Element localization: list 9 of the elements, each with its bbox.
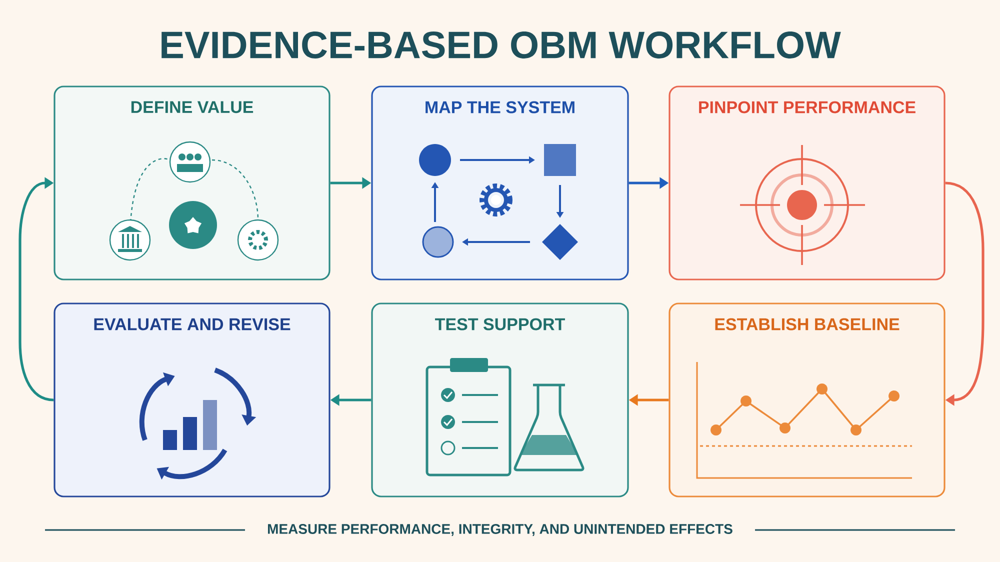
step-box: ESTABLISH BASELINE [668, 302, 946, 498]
step-box: TEST SUPPORT [371, 302, 629, 498]
arrow [18, 177, 54, 402]
caption: MEASURE PERFORMANCE, INTEGRITY, AND UNINTENDED EFFECTS [268, 524, 732, 536]
step-box: MAP THE SYSTEM [371, 86, 629, 280]
title: EVIDENCE-BASED OBM WORKFLOW [162, 32, 841, 58]
step-box: EVALUATE AND REVISE [54, 302, 330, 498]
arrow [945, 182, 984, 406]
step-box: PINPOINT PERFORMANCE [668, 86, 946, 280]
